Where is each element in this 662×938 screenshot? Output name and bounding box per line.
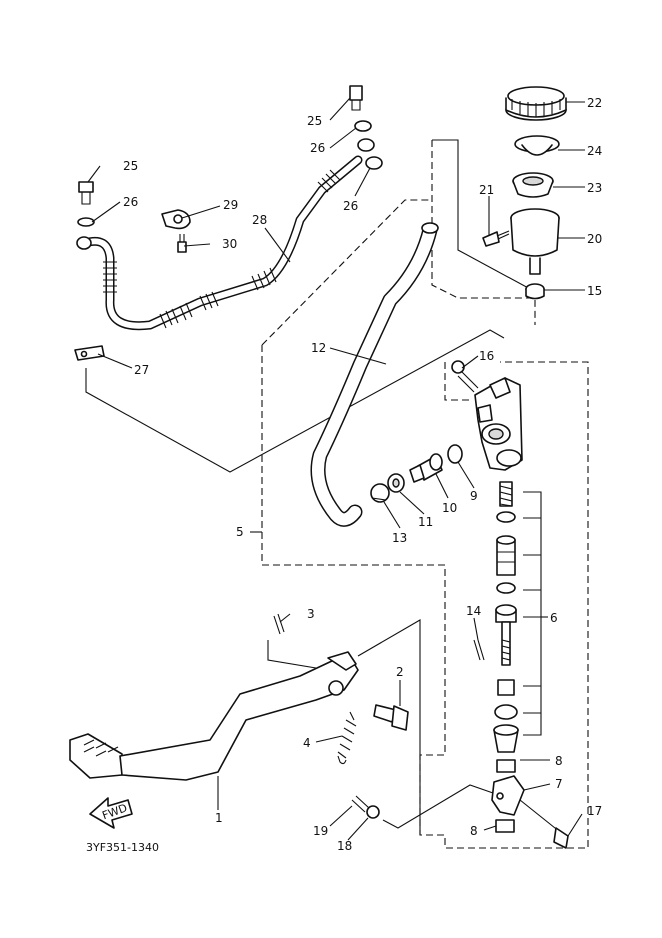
callout-26-upper: 26 <box>310 141 325 155</box>
callout-23: 23 <box>587 181 602 195</box>
callout-13: 13 <box>392 531 407 545</box>
holder-bolt <box>177 234 187 253</box>
pedal-cotter-pin <box>273 613 285 635</box>
push-rod <box>495 604 517 666</box>
callout-16: 16 <box>479 349 494 363</box>
washer-lower <box>77 217 95 227</box>
callout-24: 24 <box>587 144 602 158</box>
bracket-line-upper <box>432 139 533 291</box>
reservoir-screw <box>482 230 510 247</box>
callout-8-upper: 8 <box>555 754 563 768</box>
callout-26-right: 26 <box>343 199 358 213</box>
callout-22: 22 <box>587 96 602 110</box>
callout-27: 27 <box>134 363 149 377</box>
bracket-line-pedal <box>267 619 421 835</box>
nut-lower <box>495 819 515 833</box>
reservoir-plate <box>514 135 560 156</box>
clevis-pin <box>519 799 569 849</box>
callout-6: 6 <box>550 611 558 625</box>
cylinder-screw <box>451 360 479 393</box>
washer-upper-b <box>365 156 383 170</box>
washer-upper-a <box>354 120 372 132</box>
bracket-line-hose-group <box>85 329 505 473</box>
push-rod-nut <box>497 679 515 696</box>
callout-19: 19 <box>313 824 328 838</box>
banjo-bolt-upper <box>349 85 363 111</box>
diagram-code: 3YF351-1340 <box>86 841 159 854</box>
callout-3: 3 <box>307 607 315 621</box>
push-rod-circlip <box>494 704 518 720</box>
reservoir-tank <box>510 208 560 275</box>
o-ring <box>447 444 463 464</box>
callout-9: 9 <box>470 489 478 503</box>
reservoir-hose <box>310 222 439 527</box>
reservoir-cap <box>505 86 567 121</box>
master-cylinder-body <box>474 377 523 471</box>
hose-joint <box>409 453 443 483</box>
fwd-arrow-icon: FWD <box>89 797 133 829</box>
callout-leaders <box>87 97 585 841</box>
group-outline-cylinder-body <box>444 362 470 401</box>
callout-4: 4 <box>303 736 311 750</box>
clevis <box>491 775 525 816</box>
hose-guide <box>74 345 105 361</box>
banjo-bolt-lower <box>78 181 94 205</box>
callout-28: 28 <box>252 213 267 227</box>
cylinder-piston <box>496 535 516 576</box>
callout-12: 12 <box>311 341 326 355</box>
reservoir-diaphragm <box>512 172 554 198</box>
callout-5: 5 <box>236 525 244 539</box>
hose-holder <box>161 209 191 230</box>
callout-7: 7 <box>555 777 563 791</box>
callout-29: 29 <box>223 198 238 212</box>
callout-11: 11 <box>418 515 433 529</box>
callout-1: 1 <box>215 811 223 825</box>
pin-cotter <box>351 795 370 813</box>
cotter-pin <box>473 639 485 661</box>
brake-pedal <box>69 651 359 781</box>
brake-hose <box>76 138 375 331</box>
pedal-pivot-bolt <box>373 704 409 731</box>
cylinder-cup <box>496 511 516 523</box>
callout-8-lower: 8 <box>470 824 478 838</box>
reservoir-hose-clip <box>370 483 390 503</box>
callout-2: 2 <box>396 665 404 679</box>
callout-25-left: 25 <box>123 159 138 173</box>
joint-circlip <box>387 473 405 493</box>
callout-labels: 22 24 23 21 20 15 25 26 26 25 26 29 28 3… <box>123 96 602 853</box>
callout-21: 21 <box>479 183 494 197</box>
callout-30: 30 <box>222 237 237 251</box>
callout-25-upper: 25 <box>307 114 322 128</box>
callout-18: 18 <box>337 839 352 853</box>
return-spring <box>337 711 357 765</box>
callout-26-left: 26 <box>123 195 138 209</box>
bracket-line-internal-parts <box>523 491 542 736</box>
pin-washer <box>366 805 380 819</box>
bracket-line-pin <box>382 784 494 829</box>
cylinder-spring <box>499 481 513 507</box>
callout-10: 10 <box>442 501 457 515</box>
callout-20: 20 <box>587 232 602 246</box>
callout-14: 14 <box>466 604 481 618</box>
nut-upper <box>496 759 516 773</box>
callout-17: 17 <box>587 804 602 818</box>
cylinder-seal <box>496 582 516 594</box>
dust-boot <box>493 724 519 753</box>
hose-clip <box>525 283 545 300</box>
callout-15: 15 <box>587 284 602 298</box>
